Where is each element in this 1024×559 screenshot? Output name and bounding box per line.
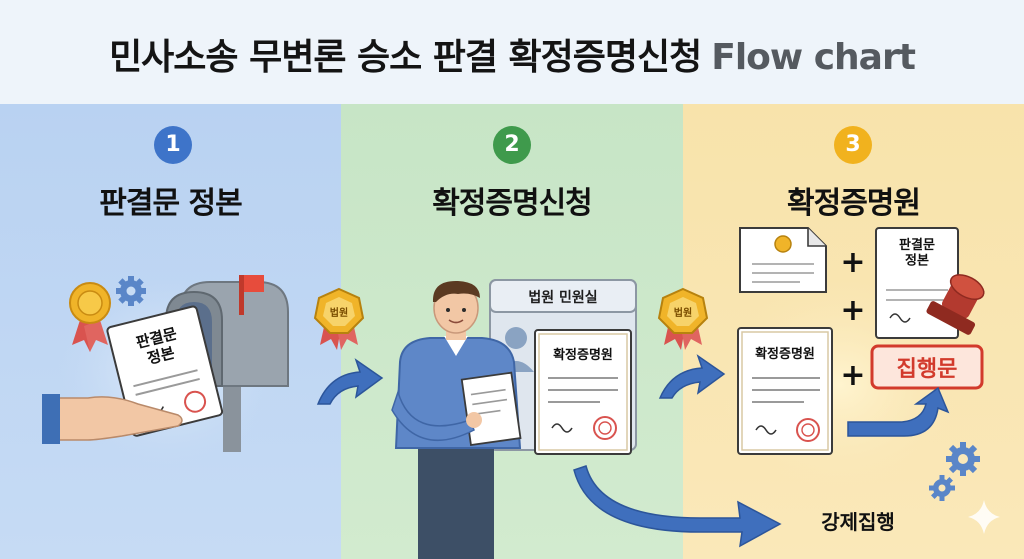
stamp-icon xyxy=(926,274,985,335)
court-seal-badge: 법원 xyxy=(657,287,709,350)
step-2-title: 확정증명신청 xyxy=(432,186,593,221)
certificate-document: 확정증명원 xyxy=(737,327,833,455)
certificate-document: 확정증명원 xyxy=(534,329,632,455)
applicant-person-icon xyxy=(391,280,522,559)
step-1-title: 판결문 정본 xyxy=(99,186,242,221)
seal-text: 법원 xyxy=(674,306,692,319)
step-3-title: 확정증명원 xyxy=(787,186,921,221)
enforcement-label: 강제집행 xyxy=(821,510,895,534)
step-3-number-badge: 3 xyxy=(834,126,872,164)
enforcement-clause-stamp: 집행문 xyxy=(870,344,984,390)
step-1-number-badge: 1 xyxy=(154,126,192,164)
certificate-doc-label: 확정증명원 xyxy=(553,347,613,363)
sparkle-icon xyxy=(968,500,1000,534)
step-2-number-badge: 2 xyxy=(493,126,531,164)
certificate-doc-2-label: 확정증명원 xyxy=(755,346,815,362)
title-sub: Flow chart xyxy=(711,37,916,78)
plus-icon: + xyxy=(840,358,865,393)
enforcement-arrow-icon xyxy=(573,465,782,548)
court-seal-badge: 법원 xyxy=(313,287,365,350)
gear-icon xyxy=(946,442,980,476)
enforcement-clause-label: 집행문 xyxy=(897,357,958,382)
title-main: 민사소송 무변론 승소 판결 확정증명신청 xyxy=(109,37,702,78)
office-sign: 법원 민원실 xyxy=(528,289,597,306)
hand-icon xyxy=(42,394,183,444)
award-ribbon-icon xyxy=(69,282,111,352)
document-icon xyxy=(739,227,827,293)
arrow-icon xyxy=(316,358,384,405)
seal-text: 법원 xyxy=(330,306,348,319)
gear-icon xyxy=(116,276,146,306)
gear-icon xyxy=(929,475,955,501)
arrow-icon xyxy=(847,386,950,437)
arrow-icon xyxy=(658,354,726,399)
plus-icon: + xyxy=(840,293,865,328)
plus-icon: + xyxy=(840,245,865,280)
